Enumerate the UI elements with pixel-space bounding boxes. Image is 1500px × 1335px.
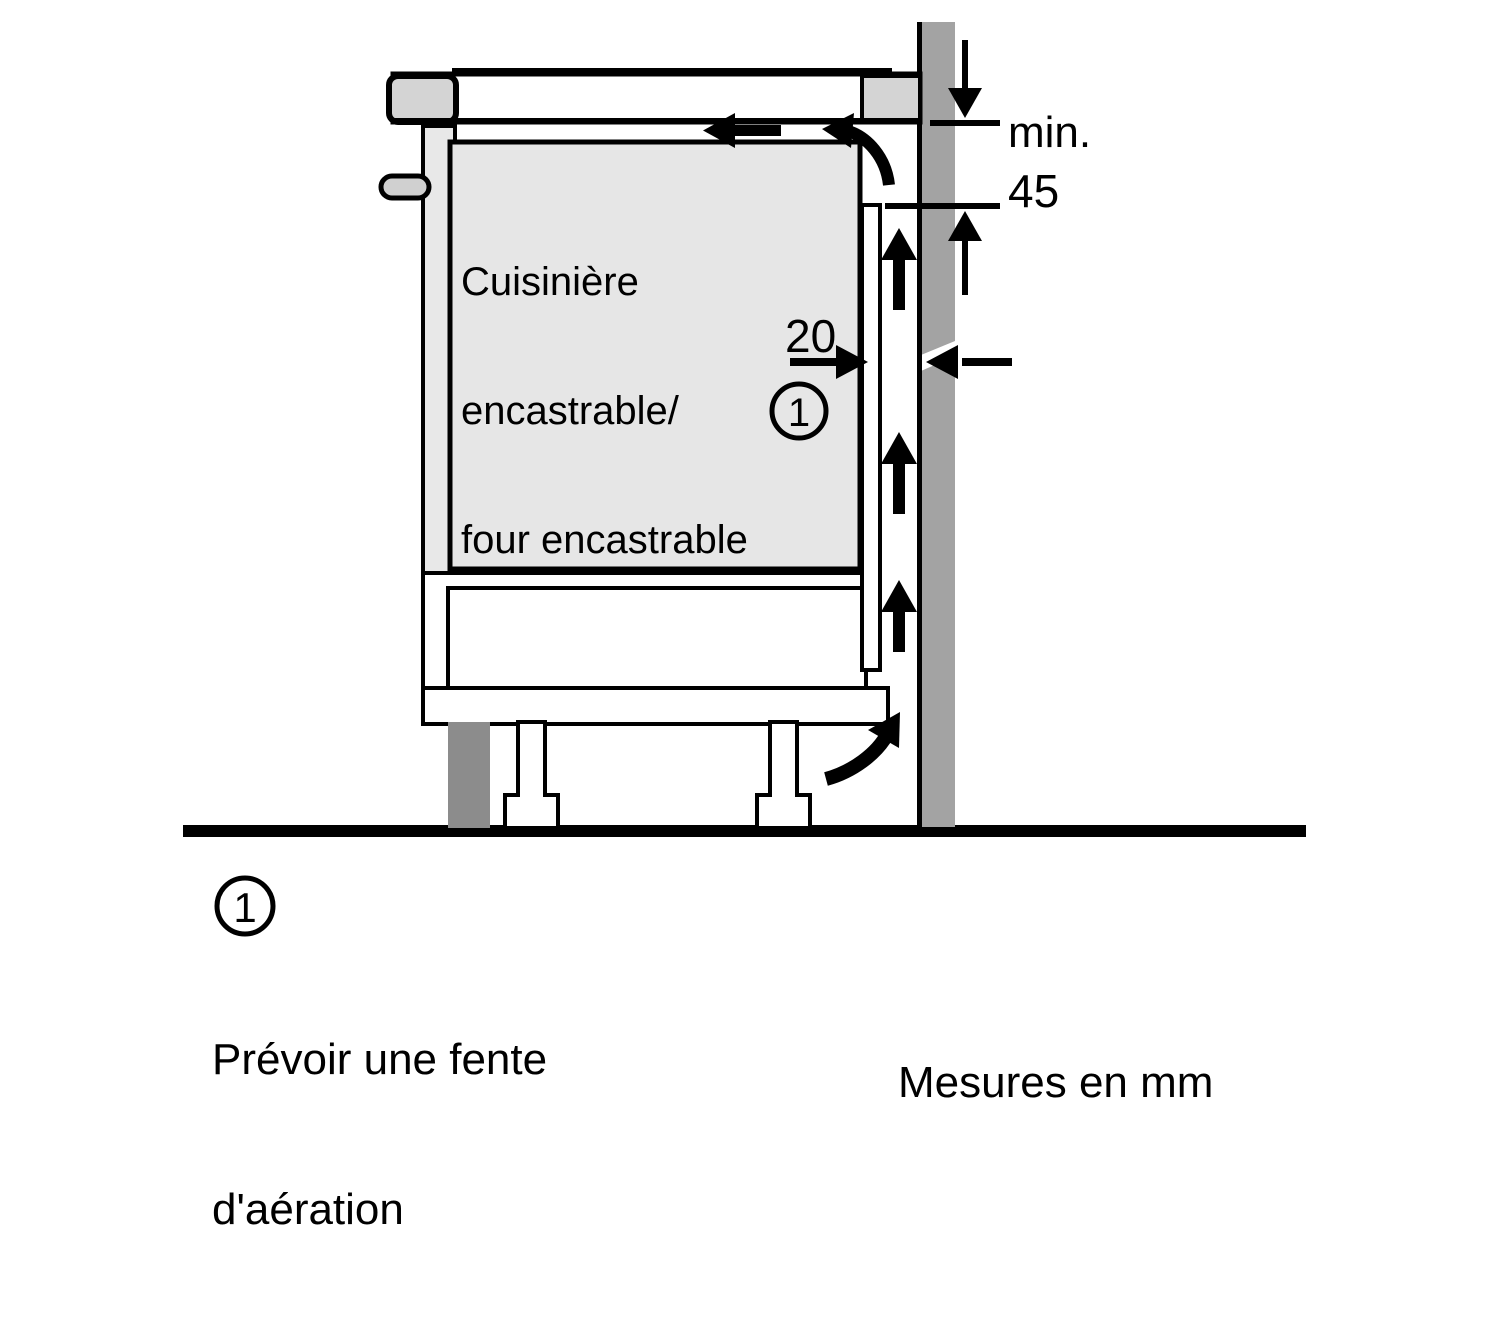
- countertop-right-block: [860, 74, 922, 124]
- oven-label-line-3: four encastrable: [461, 518, 748, 562]
- air-channel-back-panel: [860, 203, 882, 672]
- leg-right: [755, 720, 812, 830]
- wall-left-edge: [917, 22, 922, 827]
- dim-arrow-20-right: [790, 345, 868, 379]
- oven-front-panel: [447, 139, 863, 572]
- countertop-slab: [390, 71, 923, 125]
- leg-left: [503, 720, 560, 830]
- legend-note-line-1: Prévoir une fente: [212, 1035, 548, 1084]
- dim-arrow-min-up: [948, 211, 982, 295]
- oven-label-line-2: encastrable/: [461, 389, 679, 433]
- dimension-label-gap: 20: [785, 310, 837, 362]
- cabinet-base-rail: [421, 686, 890, 726]
- airflow-arrow-up-3: [881, 580, 917, 652]
- airflow-arrow-top-curve: [822, 113, 895, 186]
- units-note: Mesures en mm: [898, 1058, 1214, 1107]
- legend-note: Prévoir une fente d'aération: [212, 935, 547, 1335]
- airflow-arrow-up-2: [881, 432, 917, 514]
- countertop-top-lip: [452, 68, 892, 76]
- dimension-label-min-value: 45: [1008, 165, 1060, 217]
- airflow-arrow-up-1: [881, 228, 917, 310]
- plinth-block: [448, 722, 490, 828]
- floor-line: [183, 825, 1306, 837]
- oven-label: Cuisinière encastrable/ four encastrable: [461, 175, 748, 648]
- callout-marker-legend-number: 1: [233, 884, 256, 931]
- callout-marker-legend-circle: [214, 875, 276, 937]
- wall-lower-segment: [921, 356, 955, 827]
- dimension-label-min: min.: [1008, 108, 1092, 157]
- dim-arrow-min-down: [948, 40, 982, 118]
- airflow-arrow-bottom-curve: [823, 712, 900, 786]
- countertop-bottom-line: [393, 118, 921, 123]
- legend-note-line-2: d'aération: [212, 1185, 404, 1234]
- callout-marker-oven-circle: [769, 381, 829, 441]
- oven-handle: [378, 173, 432, 201]
- installation-diagram: 1 1: [183, 22, 1306, 937]
- dim-arrow-wall-left: [926, 345, 1012, 379]
- diagram-canvas: 1 1 min. 45 20 Cuisinière encastrable/ f…: [183, 22, 1306, 1234]
- airflow-arrow-top-horizontal: [703, 113, 781, 148]
- countertop-left-block: [386, 73, 459, 125]
- wall-upper-segment: [921, 22, 955, 355]
- dim-ext-line-bottom: [885, 203, 1000, 209]
- dim-ext-line-top: [930, 120, 1000, 126]
- oven-label-line-1: Cuisinière: [461, 260, 639, 304]
- callout-marker-oven-number: 1: [788, 391, 810, 435]
